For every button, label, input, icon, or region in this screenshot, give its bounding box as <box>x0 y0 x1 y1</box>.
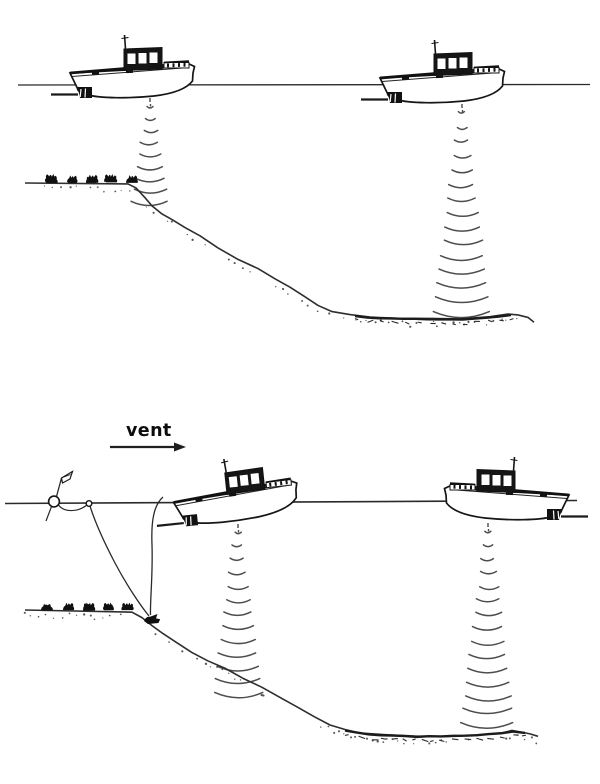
shellfish <box>103 602 114 610</box>
wind-label: vent <box>126 421 172 441</box>
shellfish-school-top <box>44 173 138 184</box>
flag-stripe <box>62 474 71 478</box>
shellfish <box>68 177 77 184</box>
slack-rope <box>58 504 88 512</box>
marker-buoy <box>47 495 61 508</box>
mooring-line <box>89 505 150 617</box>
scene-top <box>17 33 591 328</box>
flag-pole <box>55 477 63 497</box>
seabed-top <box>24 182 535 328</box>
shellfish <box>44 173 57 182</box>
seabed-line <box>24 182 535 323</box>
seabed-line <box>24 609 539 738</box>
seabed-bottom <box>23 609 539 745</box>
mooring-gear <box>45 470 164 624</box>
deep-flat-heavy-line <box>354 313 512 321</box>
wind-arrow <box>110 442 186 452</box>
wind-arrow-head <box>174 442 186 452</box>
shellfish <box>104 173 116 182</box>
echo-beam-right <box>459 523 514 730</box>
fishing-boat-bottom-right <box>443 455 590 522</box>
anchor <box>144 614 161 624</box>
bow-line <box>149 496 164 616</box>
shellfish <box>43 604 53 611</box>
buoy-tail-line <box>45 506 53 522</box>
shellfish <box>86 176 96 183</box>
shellfish <box>121 602 133 611</box>
float-ring <box>85 500 93 508</box>
deep-flat-heavy-line <box>344 729 526 739</box>
fishing-boat-top-left <box>49 33 196 100</box>
fishing-boat-bottom-middle <box>149 450 302 531</box>
shellfish <box>83 602 93 610</box>
shellfish-school-bottom <box>41 602 134 611</box>
fishing-boat-top-right <box>359 38 506 105</box>
echo-beam-middle <box>213 524 264 699</box>
shellfish <box>126 175 138 183</box>
scene-bottom: vent <box>4 421 590 745</box>
shellfish <box>64 604 73 611</box>
echo-beam-right <box>432 104 491 319</box>
